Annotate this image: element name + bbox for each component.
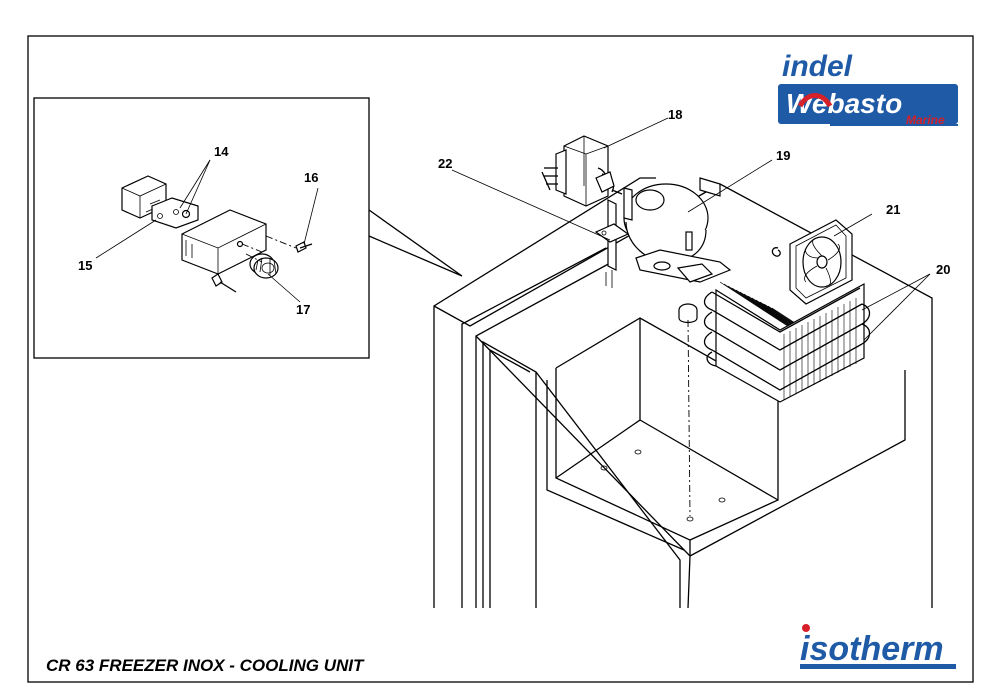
callout-19: 19 (776, 148, 790, 163)
callout-16: 16 (304, 170, 318, 185)
isotherm-logo: isotherm (800, 624, 956, 669)
callout-20: 20 (936, 262, 950, 277)
condenser-coil (703, 281, 871, 403)
detail-box (33, 97, 370, 359)
starter-relay (541, 135, 623, 207)
detail-inset (33, 97, 463, 359)
callout-labels: 14 15 16 17 18 19 20 21 22 (78, 107, 950, 317)
logo-marine: Marine (906, 113, 945, 127)
isotherm-red-dot-icon (802, 624, 810, 632)
isotherm-wordmark: isotherm (800, 630, 944, 668)
callout-17: 17 (296, 302, 310, 317)
compressor (594, 177, 732, 517)
logo-banner (778, 84, 958, 124)
logo-red-arc-icon (797, 93, 833, 108)
logo-webasto: Webasto (786, 88, 902, 119)
indel-webasto-logo: indel Webasto Marine (778, 50, 958, 127)
condenser-fan (771, 219, 853, 305)
diagram-caption: CR 63 FREEZER INOX - COOLING UNIT (46, 656, 365, 675)
freezer-cabinet (433, 177, 933, 609)
callout-21: 21 (886, 202, 900, 217)
callout-15: 15 (78, 258, 92, 273)
callout-22: 22 (438, 156, 452, 171)
callout-18: 18 (668, 107, 682, 122)
callout-14: 14 (214, 144, 229, 159)
logo-indel: indel (782, 50, 853, 83)
detail-pointer (368, 209, 463, 277)
leader-lines (95, 117, 931, 341)
